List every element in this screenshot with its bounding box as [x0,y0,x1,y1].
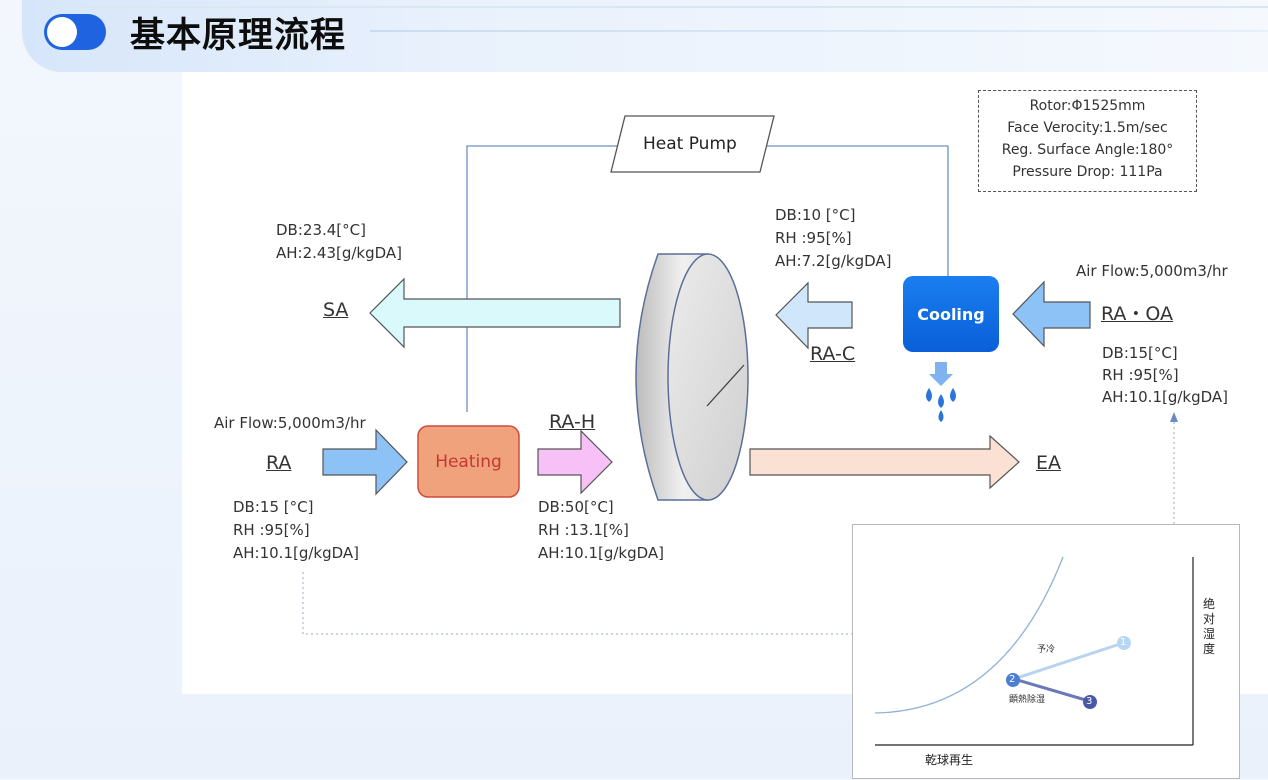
heating-unit [417,425,520,498]
ra-oa-airflow: Air Flow:5,000m3/hr [1076,262,1228,280]
toggle-icon [44,14,106,50]
y-axis-label-2: 对 [1203,612,1216,626]
dehumid-label: 顕熱除湿 [1009,695,1046,705]
water-drop-icon [938,410,944,422]
rotor-specs: Rotor:Φ1525mm Face Verocity:1.5m/sec Reg… [978,90,1197,192]
state-point-2 [1006,673,1020,687]
ra-oa-rh: RH :95[%] [1102,366,1179,384]
rotor-divider [706,364,745,407]
psychrometric-graphics [874,556,1194,746]
spec-surface-angle: Reg. Surface Angle:180° [1001,142,1174,158]
heat-pump-line [466,145,620,412]
ra-rh: RH :95[%] [233,521,310,539]
dotted-link [302,572,852,635]
header-banner [22,0,1268,72]
condensate-arrow [929,362,953,386]
ra-h-rh: RH :13.1[%] [538,521,629,539]
precool-label: 予冷 [1037,645,1056,655]
water-drop-icon [938,394,944,408]
saturation-curve [874,556,1064,714]
header: 基本原理流程 [0,0,1268,72]
heat-pump-line [765,145,949,277]
ra-ah: AH:10.1[g/kgDA] [233,544,360,562]
spec-face-velocity: Face Verocity:1.5m/sec [1007,120,1168,136]
heat-pump-label: Heat Pump [643,134,737,154]
ra-arrow [322,428,408,496]
ra-h-ah: AH:10.1[g/kgDA] [538,544,665,562]
spec-rotor: Rotor:Φ1525mm [1029,98,1146,114]
header-top-line [40,6,1268,8]
ra-oa-db: DB:15[°C] [1102,344,1178,362]
page-title: 基本原理流程 [130,16,347,56]
point-1-label: 1 [1120,637,1127,648]
ra-h-label: RA-H [549,411,596,433]
ra-c-arrow [775,281,853,350]
sa-ah: AH:2.43[g/kgDA] [276,244,403,262]
ea-label: EA [1036,452,1062,474]
ra-c-label: RA-C [810,343,856,365]
spec-pressure-drop: Pressure Drop: 111Pa [1012,164,1163,180]
psychrometric-chart: 1 2 3 予冷 顕熱除湿 乾球再生 绝 对 湿 度 [852,524,1240,779]
ra-c-db: DB:10 [°C] [775,206,856,224]
cooling-label: Cooling [917,304,985,324]
arrowhead-icon [1170,412,1178,422]
point-3-label: 3 [1086,696,1093,707]
cooling-unit [903,276,999,352]
ra-oa-label: RA・OA [1101,303,1174,325]
water-drop-icon [926,388,932,402]
y-axis-label-1: 绝 [1203,597,1216,611]
y-axis-label-3: 湿 [1203,627,1216,641]
dehumid-line [1013,677,1090,703]
ra-h-arrow [537,429,613,495]
sa-label: SA [323,299,349,321]
state-point-3 [1083,695,1097,709]
ra-airflow: Air Flow:5,000m3/hr [214,414,366,432]
ra-oa-arrow [1012,280,1091,348]
header-rule [370,30,1268,32]
ra-c-ah: AH:7.2[g/kgDA] [775,252,892,270]
water-drop-icon [950,388,956,402]
ea-arrow [749,434,1020,490]
ra-label: RA [266,452,292,474]
toggle-knob [47,17,77,47]
sa-arrow [369,277,621,349]
rotor-face [667,253,749,501]
heating-label: Heating [435,451,502,472]
ra-h-db: DB:50[°C] [538,498,614,516]
y-axis-label-4: 度 [1203,642,1216,656]
x-axis-label: 乾球再生 [925,753,974,767]
heat-pump-box [610,115,775,173]
precool-line [1013,641,1124,681]
sa-db: DB:23.4[°C] [276,221,366,239]
ra-c-rh: RH :95[%] [775,229,852,247]
ra-oa-ah: AH:10.1[g/kgDA] [1102,388,1229,406]
ra-db: DB:15 [°C] [233,498,314,516]
state-point-1 [1117,636,1131,650]
point-2-label: 2 [1009,674,1016,685]
